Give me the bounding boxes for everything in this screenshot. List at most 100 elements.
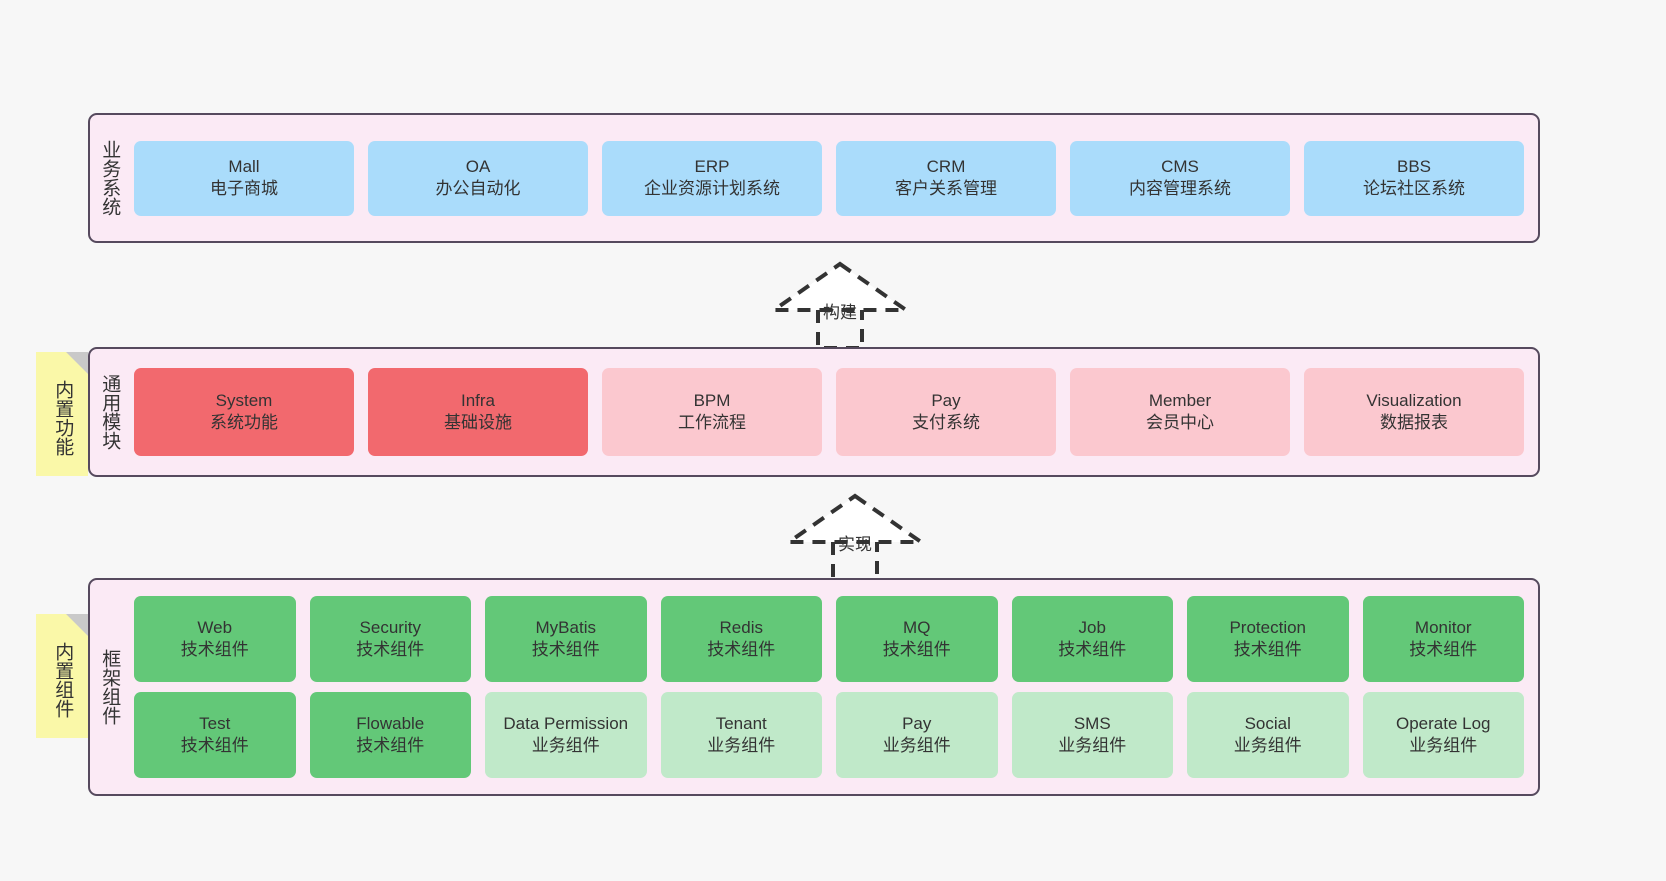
- layer-framework-components: 框架组件 Web 技术组件 Security 技术组件 MyBatis 技术组件…: [88, 578, 1540, 796]
- node-title-en: BPM: [693, 390, 731, 410]
- node-title-cn: 技术组件: [882, 640, 951, 659]
- node-title-cn: 业务组件: [1409, 736, 1478, 755]
- node-title-en: Protection: [1229, 617, 1307, 637]
- node-title-cn: 系统功能: [210, 413, 278, 432]
- node-job[interactable]: Job 技术组件: [1011, 596, 1173, 682]
- node-title-cn: 数据报表: [1380, 413, 1448, 432]
- node-title-en: SMS: [1073, 713, 1111, 733]
- node-title-en: Visualization: [1366, 390, 1462, 410]
- node-title-en: Monitor: [1414, 617, 1472, 637]
- sticky-note-builtin-components: 内置组件: [36, 614, 88, 738]
- node-title-cn: 客户关系管理: [895, 179, 997, 198]
- node-title-cn: 技术组件: [1409, 640, 1478, 659]
- arrow-implement: 实现: [775, 490, 935, 590]
- node-title-cn: 业务组件: [1233, 736, 1302, 755]
- sticky-note-text: 内置功能: [52, 380, 74, 456]
- node-title-en: Web: [197, 617, 233, 637]
- node-title-cn: 会员中心: [1146, 413, 1214, 432]
- node-visualization[interactable]: Visualization 数据报表: [1304, 368, 1524, 456]
- layer-body-business: Mall 电子商城 OA 办公自动化 ERP 企业资源计划系统 CRM 客户关系…: [128, 115, 1538, 241]
- generalization-arrow-icon: [782, 493, 928, 582]
- node-social[interactable]: Social 业务组件: [1187, 692, 1349, 778]
- node-title-cn: 企业资源计划系统: [644, 179, 780, 198]
- node-pay-business[interactable]: Pay 业务组件: [836, 692, 998, 778]
- node-title-en: CMS: [1161, 156, 1199, 176]
- node-title-en: System: [215, 390, 273, 410]
- node-monitor[interactable]: Monitor 技术组件: [1362, 596, 1524, 682]
- node-title-cn: 支付系统: [912, 413, 980, 432]
- layer-title-modules: 通用模块: [99, 374, 121, 450]
- node-data-permission[interactable]: Data Permission 业务组件: [485, 692, 647, 778]
- node-title-cn: 业务组件: [1058, 736, 1127, 755]
- node-title-cn: 内容管理系统: [1129, 179, 1231, 198]
- node-test[interactable]: Test 技术组件: [134, 692, 296, 778]
- node-title-en: Infra: [460, 390, 496, 410]
- node-title-en: OA: [465, 156, 491, 176]
- node-title-cn: 技术组件: [180, 736, 249, 755]
- sticky-fold-corner-icon: [66, 614, 88, 636]
- node-title-en: Flowable: [356, 713, 425, 733]
- node-title-cn: 业务组件: [531, 736, 600, 755]
- node-title-en: CRM: [926, 156, 966, 176]
- node-tenant[interactable]: Tenant 业务组件: [660, 692, 822, 778]
- node-title-en: Mall: [228, 156, 260, 176]
- node-title-en: Security: [359, 617, 421, 637]
- node-title-en: Pay: [902, 713, 932, 733]
- node-title-cn: 业务组件: [882, 736, 951, 755]
- node-oa[interactable]: OA 办公自动化: [368, 140, 588, 216]
- node-title-cn: 办公自动化: [435, 179, 521, 198]
- arrow-build: 构建: [760, 258, 920, 358]
- node-crm[interactable]: CRM 客户关系管理: [836, 140, 1056, 216]
- node-infra[interactable]: Infra 基础设施: [368, 368, 588, 456]
- layer-row: Web 技术组件 Security 技术组件 MyBatis 技术组件 Redi…: [134, 596, 1524, 682]
- node-operate-log[interactable]: Operate Log 业务组件: [1362, 692, 1524, 778]
- node-title-cn: 技术组件: [531, 640, 600, 659]
- node-title-en: BBS: [1396, 156, 1432, 176]
- node-protection[interactable]: Protection 技术组件: [1187, 596, 1349, 682]
- node-title-en: ERP: [694, 156, 730, 176]
- node-title-cn: 技术组件: [356, 736, 425, 755]
- node-cms[interactable]: CMS 内容管理系统: [1070, 140, 1290, 216]
- node-erp[interactable]: ERP 企业资源计划系统: [602, 140, 822, 216]
- node-pay[interactable]: Pay 支付系统: [836, 368, 1056, 456]
- node-title-en: Job: [1078, 617, 1106, 637]
- node-title-cn: 基础设施: [444, 413, 512, 432]
- layer-business-systems: 业务系统 Mall 电子商城 OA 办公自动化 ERP 企业资源计划系统 CRM…: [88, 113, 1540, 243]
- node-mybatis[interactable]: MyBatis 技术组件: [485, 596, 647, 682]
- generalization-arrow-icon: [767, 261, 913, 350]
- node-title-en: Member: [1148, 390, 1212, 410]
- node-title-en: MQ: [903, 617, 931, 637]
- node-title-cn: 电子商城: [210, 179, 278, 198]
- node-title-en: Pay: [931, 390, 961, 410]
- node-mq[interactable]: MQ 技术组件: [836, 596, 998, 682]
- sticky-note-builtin-functions: 内置功能: [36, 352, 88, 476]
- node-system[interactable]: System 系统功能: [134, 368, 354, 456]
- node-title-cn: 技术组件: [1058, 640, 1127, 659]
- node-bbs[interactable]: BBS 论坛社区系统: [1304, 140, 1524, 216]
- node-title-cn: 技术组件: [707, 640, 776, 659]
- layer-row: System 系统功能 Infra 基础设施 BPM 工作流程 Pay 支付系统…: [134, 368, 1524, 456]
- node-security[interactable]: Security 技术组件: [309, 596, 471, 682]
- node-title-en: MyBatis: [535, 617, 596, 637]
- layer-body-modules: System 系统功能 Infra 基础设施 BPM 工作流程 Pay 支付系统…: [128, 349, 1538, 475]
- node-member[interactable]: Member 会员中心: [1070, 368, 1290, 456]
- node-title-en: Test: [199, 713, 231, 733]
- node-title-cn: 技术组件: [180, 640, 249, 659]
- layer-title-framework: 框架组件: [99, 649, 121, 725]
- node-title-cn: 工作流程: [678, 413, 746, 432]
- sticky-note-text: 内置组件: [52, 642, 74, 718]
- sticky-fold-corner-icon: [66, 352, 88, 374]
- node-flowable[interactable]: Flowable 技术组件: [309, 692, 471, 778]
- node-sms[interactable]: SMS 业务组件: [1011, 692, 1173, 778]
- node-mall[interactable]: Mall 电子商城: [134, 140, 354, 216]
- layer-body-framework: Web 技术组件 Security 技术组件 MyBatis 技术组件 Redi…: [128, 580, 1538, 794]
- node-web[interactable]: Web 技术组件: [134, 596, 296, 682]
- layer-row: Test 技术组件 Flowable 技术组件 Data Permission …: [134, 692, 1524, 778]
- node-redis[interactable]: Redis 技术组件: [660, 596, 822, 682]
- node-bpm[interactable]: BPM 工作流程: [602, 368, 822, 456]
- node-title-cn: 业务组件: [707, 736, 776, 755]
- layer-title-business: 业务系统: [99, 140, 121, 216]
- layer-general-modules: 通用模块 System 系统功能 Infra 基础设施 BPM 工作流程 Pay…: [88, 347, 1540, 477]
- node-title-en: Social: [1244, 713, 1291, 733]
